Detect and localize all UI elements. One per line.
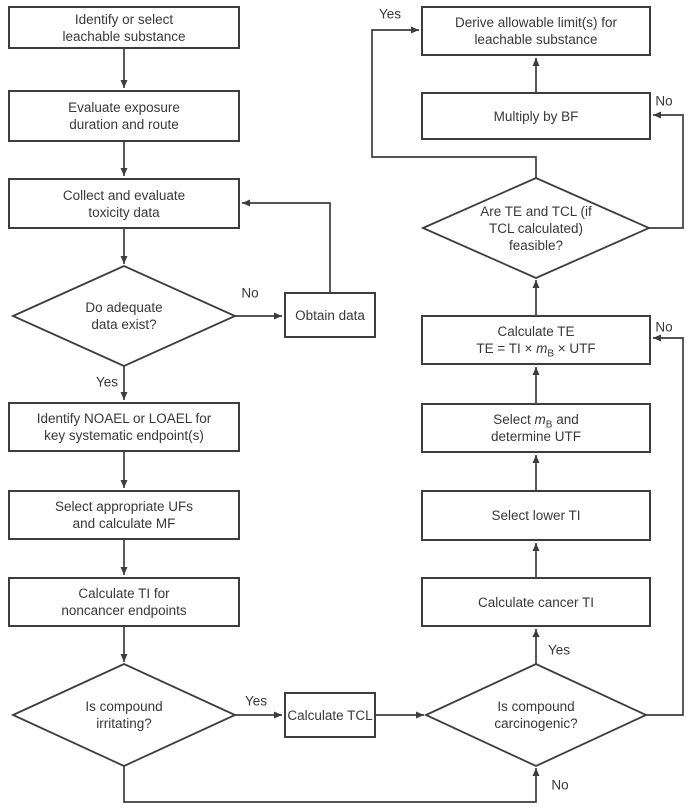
te-formula-variable-m: m bbox=[536, 341, 548, 356]
step-derive-allowable-limit-label: Derive allowable limit(s) for leachable … bbox=[454, 15, 618, 47]
step-identify-substance-label: Identify or select leachable substance bbox=[62, 11, 186, 44]
step-calculate-tcl: Calculate TCL bbox=[284, 692, 376, 738]
step-select-ufs: Select appropriate UFs and calculate MF bbox=[8, 490, 240, 540]
connector-irritating-no-to-carcinogenic bbox=[123, 766, 540, 803]
step-select-mb-line2: determine UTF bbox=[490, 429, 582, 444]
step-identify-noael-loael-label: Identify NOAEL or LOAEL for key systemat… bbox=[36, 411, 212, 443]
decision-irritating-shape bbox=[10, 663, 238, 767]
step-collect-toxicity-data: Collect and evaluate toxicity data bbox=[8, 178, 240, 229]
decision-carcinogenic-shape bbox=[423, 663, 649, 767]
label-feasible-no: No bbox=[655, 93, 673, 109]
label-adequate-yes: Yes bbox=[95, 374, 119, 390]
label-irritating-no: No bbox=[551, 777, 569, 793]
decision-adequate-data-shape bbox=[10, 265, 238, 367]
step-calculate-tcl-label: Calculate TCL bbox=[287, 707, 373, 723]
label-adequate-no: No bbox=[241, 285, 259, 301]
label-irritating-yes: Yes bbox=[244, 693, 268, 709]
step-identify-noael-loael: Identify NOAEL or LOAEL for key systemat… bbox=[8, 402, 240, 452]
connector-feasible-no-to-bf bbox=[649, 111, 684, 229]
select-mb-and-word: and bbox=[552, 412, 579, 427]
step-identify-substance: Identify or select leachable substance bbox=[8, 6, 240, 49]
connector-obtain-to-collect bbox=[242, 199, 331, 292]
step-calculate-te-formula: TE = TI × mB × UTF bbox=[476, 340, 596, 360]
step-multiply-by-bf-label: Multiply by BF bbox=[493, 108, 579, 124]
label-feasible-yes: Yes bbox=[378, 6, 402, 22]
step-calculate-te-title: Calculate TE bbox=[497, 324, 575, 339]
step-collect-toxicity-data-label: Collect and evaluate toxicity data bbox=[62, 187, 186, 220]
step-calculate-cancer-ti: Calculate cancer TI bbox=[421, 577, 651, 627]
select-mb-variable-m: m bbox=[534, 412, 546, 427]
label-carcinogenic-yes: Yes bbox=[547, 642, 571, 658]
step-multiply-by-bf: Multiply by BF bbox=[421, 92, 651, 140]
step-derive-allowable-limit: Derive allowable limit(s) for leachable … bbox=[421, 6, 651, 56]
step-evaluate-exposure-label: Evaluate exposure duration and route bbox=[68, 100, 180, 132]
step-select-mb-line1: Select mB and bbox=[493, 411, 579, 431]
step-select-lower-ti-label: Select lower TI bbox=[491, 508, 581, 523]
step-obtain-data: Obtain data bbox=[284, 292, 376, 338]
select-mb-subscript-b: B bbox=[545, 419, 553, 431]
connector-feasible-yes-to-derive bbox=[371, 26, 537, 178]
step-obtain-data-label: Obtain data bbox=[295, 307, 365, 323]
step-calculate-te: Calculate TE TE = TI × mB × UTF bbox=[421, 315, 651, 365]
step-select-ufs-label: Select appropriate UFs and calculate MF bbox=[54, 499, 194, 531]
step-calculate-ti-noncancer-label: Calculate TI for noncancer endpoints bbox=[61, 586, 187, 618]
label-carcinogenic-no: No bbox=[655, 319, 673, 335]
connector-carcinogenic-no-to-te bbox=[646, 334, 684, 716]
step-evaluate-exposure: Evaluate exposure duration and route bbox=[8, 90, 240, 142]
step-select-mb-utf: Select mB and determine UTF bbox=[421, 403, 651, 453]
te-formula-subscript-b: B bbox=[547, 348, 555, 360]
te-formula-suffix: × UTF bbox=[554, 341, 596, 356]
step-calculate-cancer-ti-label: Calculate cancer TI bbox=[477, 594, 595, 610]
step-calculate-ti-noncancer: Calculate TI for noncancer endpoints bbox=[8, 577, 240, 627]
decision-feasible-shape bbox=[420, 177, 652, 279]
step-select-lower-ti: Select lower TI bbox=[421, 490, 651, 541]
select-mb-word: Select bbox=[493, 412, 535, 427]
te-formula-prefix: TE = TI × bbox=[476, 341, 537, 356]
